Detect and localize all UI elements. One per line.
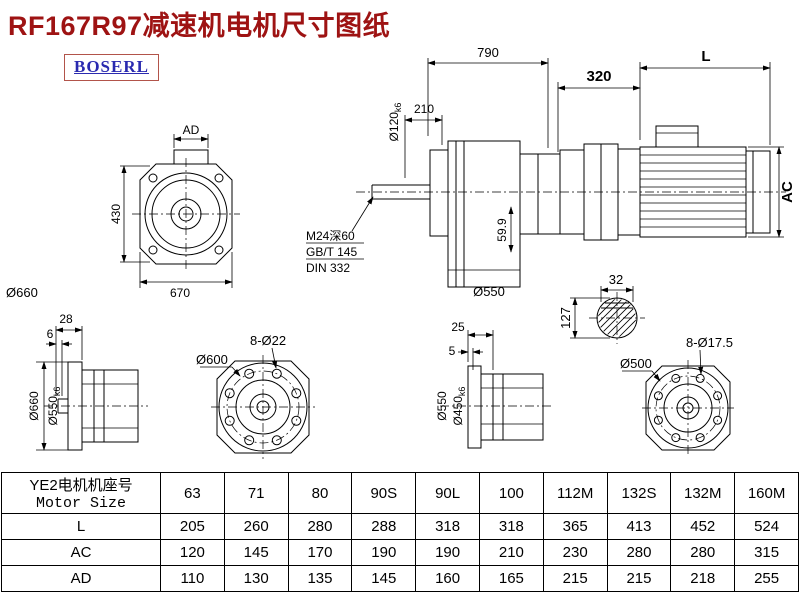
table-row-AC: AC 120 145 170 190 190 210 230 280 280 3… [1, 539, 799, 566]
front-view: AD 430 670 Ø660 [6, 123, 240, 300]
dim-660-label: Ø660 [6, 285, 38, 300]
standard-gbt-label: GB/T 145 [306, 245, 357, 259]
dim-320-label: 320 [586, 68, 611, 85]
value-cell: 288 [351, 513, 417, 540]
value-cell: 318 [415, 513, 480, 540]
dim-25-label: 25 [451, 320, 465, 334]
dim-shaft-diameter-label: Ø120k6 [387, 103, 403, 142]
value-cell: 452 [670, 513, 736, 540]
col-header: 160M [734, 472, 799, 514]
motor-size-table: YE2电机机座号 Motor Size 63 71 80 90S 90L 100… [1, 472, 799, 592]
value-cell: 170 [287, 539, 353, 566]
dim-660-side-label: Ø660 [27, 391, 41, 421]
row-label: AC [1, 539, 161, 566]
value-cell: 145 [223, 539, 289, 566]
value-cell: 218 [670, 565, 736, 592]
dim-790-label: 790 [477, 45, 499, 60]
value-cell: 255 [734, 565, 799, 592]
value-cell: 110 [160, 565, 225, 592]
value-cell: 205 [160, 513, 225, 540]
value-cell: 165 [478, 565, 544, 592]
dim-550k6-label: Ø550k6 [46, 387, 62, 426]
row-label: AD [1, 565, 161, 592]
dim-600-label: Ø600 [196, 352, 228, 367]
dim-8d22-label: 8-Ø22 [250, 333, 286, 348]
dim-670-label: 670 [170, 286, 190, 300]
dim-599-label: 59.9 [495, 218, 509, 242]
value-cell: 413 [606, 513, 672, 540]
value-cell: 315 [734, 539, 799, 566]
value-cell: 365 [542, 513, 608, 540]
dim-550-label: Ø550 [473, 284, 505, 299]
header-en: Motor Size [35, 495, 126, 512]
value-cell: 135 [287, 565, 353, 592]
dim-500-label: Ø500 [620, 356, 652, 371]
value-cell: 215 [606, 565, 672, 592]
bottom-left-side-view: 28 6 Ø660 Ø550k6 [27, 312, 148, 451]
col-header: 112M [542, 472, 608, 514]
flange-view-500: Ø500 8-Ø17.5 [620, 335, 734, 456]
value-cell: 190 [351, 539, 417, 566]
value-cell: 524 [734, 513, 799, 540]
value-cell: 215 [542, 565, 608, 592]
value-cell: 318 [478, 513, 544, 540]
dim-32-label: 32 [609, 272, 623, 287]
standard-din-label: DIN 332 [306, 261, 350, 275]
dim-127-label: 127 [558, 307, 573, 329]
dim-450k6-label: Ø450k6 [451, 387, 467, 426]
col-header: 90L [415, 472, 480, 514]
dim-6-label: 6 [47, 327, 54, 341]
row-label: L [1, 513, 161, 540]
col-header: 132M [670, 472, 736, 514]
value-cell: 160 [415, 565, 480, 592]
dim-210-label: 210 [414, 102, 434, 116]
dim-AC-label: AC [779, 181, 796, 203]
col-header: 90S [351, 472, 417, 514]
dim-5-label: 5 [449, 344, 456, 358]
dim-L-label: L [701, 48, 710, 65]
col-header: 132S [606, 472, 672, 514]
shaft-cross-section: 32 127 [558, 272, 645, 344]
value-cell: 145 [351, 565, 417, 592]
page-title: RF167R97减速机电机尺寸图纸 [8, 11, 391, 41]
value-cell: 130 [223, 565, 289, 592]
value-cell: 190 [415, 539, 480, 566]
col-header: 71 [223, 472, 289, 514]
motor-size-header-cell: YE2电机机座号 Motor Size [1, 472, 161, 514]
header-cn: YE2电机机座号 [29, 477, 133, 494]
dim-28-label: 28 [59, 312, 73, 326]
dim-430-label: 430 [109, 204, 123, 224]
technical-drawing: AD 430 670 Ø660 790 210 Ø120k6 M24深60 [6, 45, 796, 459]
dim-8d175-label: 8-Ø17.5 [686, 335, 733, 350]
value-cell: 280 [287, 513, 353, 540]
value-cell: 230 [542, 539, 608, 566]
dim-550-side-label: Ø550 [435, 391, 449, 421]
col-header: 63 [160, 472, 225, 514]
bottom-mid-side-view: 25 5 Ø550 Ø450k6 [435, 320, 552, 449]
table-row-AD: AD 110 130 135 145 160 165 215 215 218 2… [1, 565, 799, 592]
col-header: 80 [287, 472, 353, 514]
value-cell: 210 [478, 539, 544, 566]
gearbox-side-view: 790 210 Ø120k6 M24深60 GB/T 145 DIN 332 5… [306, 45, 786, 299]
brand-logo: BOSERL [64, 54, 159, 81]
thread-spec-label: M24深60 [306, 229, 355, 243]
motor-side-view: 320 L AC 32 [557, 48, 796, 344]
table-header-row: YE2电机机座号 Motor Size 63 71 80 90S 90L 100… [1, 472, 799, 514]
value-cell: 280 [670, 539, 736, 566]
value-cell: 280 [606, 539, 672, 566]
value-cell: 120 [160, 539, 225, 566]
value-cell: 260 [223, 513, 289, 540]
col-header: 100 [478, 472, 544, 514]
table-row-L: L 205 260 280 288 318 318 365 413 452 52… [1, 513, 799, 540]
dim-ad-label: AD [183, 123, 200, 137]
flange-view-600: Ø600 8-Ø22 [196, 333, 315, 459]
brand-text: BOSERL [74, 57, 149, 76]
